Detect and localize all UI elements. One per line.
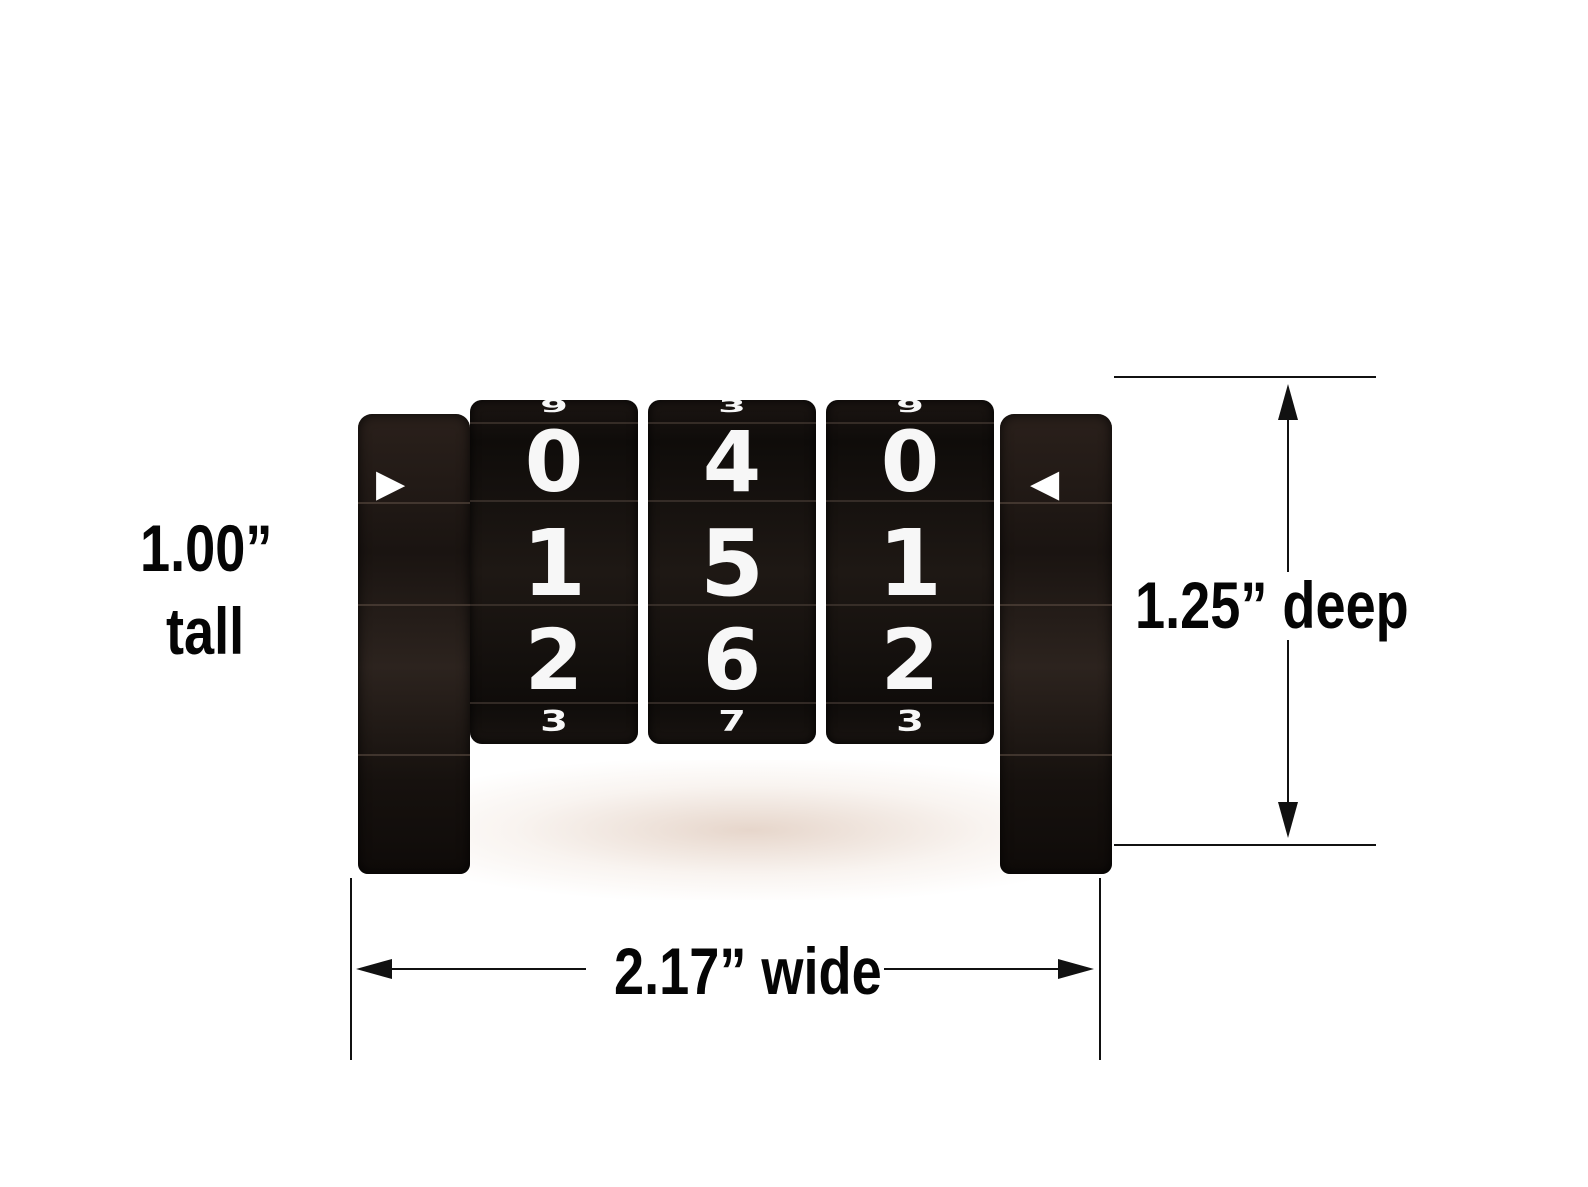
width-right-extension-line [1099,878,1101,1060]
combination-wheel-3[interactable]: 9 0 1 2 3 [826,400,994,744]
wheel-facet [826,422,994,424]
arrow-left-icon [356,959,392,979]
width-dimension-line-right [884,968,1064,970]
bracket-facet [1000,502,1112,504]
combination-wheel-2[interactable]: 3 4 5 6 7 [648,400,816,744]
wheel-digit-bottom: 3 [896,705,924,739]
left-bracket: ▶ [358,414,470,874]
bracket-facet [1000,754,1112,756]
arrow-up-icon [1278,384,1298,420]
wheel-facet [470,604,638,606]
bracket-facet [1000,604,1112,606]
arrow-down-icon [1278,802,1298,838]
wheel-digit-selected: 5 [699,510,764,617]
wheel-digit: 4 [702,413,762,511]
height-label-unit: tall [166,594,245,668]
arrow-right-icon [1058,959,1094,979]
width-dimension-line-left [380,968,586,970]
bracket-facet [358,604,470,606]
wheel-facet [826,604,994,606]
wheel-digit: 0 [524,413,584,511]
wheel-facet [648,702,816,704]
left-arrow-marker-icon: ◀ [1030,461,1060,505]
right-bracket: ◀ [1000,414,1112,874]
wheel-facet [470,422,638,424]
depth-bottom-extension-line [1114,844,1376,846]
wheel-digit: 2 [524,611,584,709]
drop-shadow [380,760,1120,900]
wheel-digit-bottom: 3 [540,705,568,739]
wheel-digit-selected: 1 [877,510,942,617]
depth-dimension-line-top [1287,400,1289,572]
bracket-facet [358,754,470,756]
width-label: 2.17” wide [614,934,882,1008]
depth-label: 1.25” deep [1135,568,1409,642]
wheel-digit-selected: 1 [521,510,586,617]
depth-top-extension-line [1114,376,1376,378]
wheel-facet [648,604,816,606]
wheel-facet [648,422,816,424]
wheel-facet [470,500,638,502]
wheel-digit: 2 [880,611,940,709]
wheel-facet [648,500,816,502]
wheel-digit-top: 3 [718,400,746,417]
depth-dimension-line-bottom [1287,640,1289,820]
width-left-extension-line [350,878,352,1060]
wheel-facet [470,702,638,704]
wheel-digit-top: 9 [540,400,568,417]
height-label-value: 1.00” [140,511,273,585]
right-arrow-marker-icon: ▶ [376,461,406,505]
wheel-digit: 6 [702,611,762,709]
wheel-digit-bottom: 7 [718,705,746,739]
wheel-facet [826,702,994,704]
combination-wheel-1[interactable]: 9 0 1 2 3 [470,400,638,744]
bracket-facet [358,502,470,504]
wheel-facet [826,500,994,502]
wheel-digit-top: 9 [896,400,924,417]
wheel-digit: 0 [880,413,940,511]
